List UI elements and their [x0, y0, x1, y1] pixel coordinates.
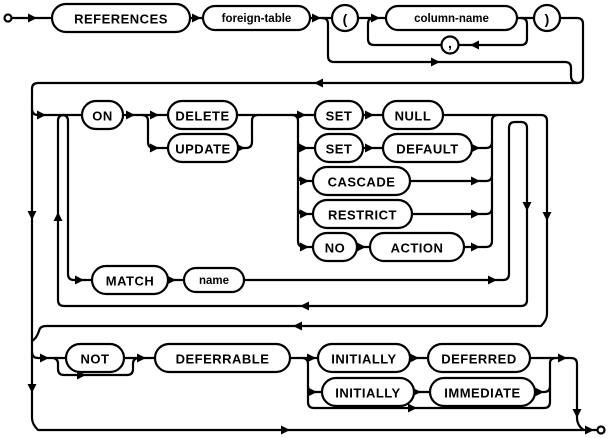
node-bubble	[381, 99, 445, 131]
node-bubble	[153, 342, 292, 374]
node-label: )	[545, 11, 550, 27]
node-delete: DELETE	[166, 99, 239, 131]
node-label: ACTION	[391, 241, 444, 256]
node-column-name: column-name	[384, 4, 519, 32]
node-bubble	[311, 198, 414, 230]
arrowheads	[27, 13, 594, 435]
node-label: name	[199, 275, 229, 287]
node-label: CASCADE	[328, 175, 396, 190]
node-deferrable: DEFERRABLE	[153, 342, 292, 374]
node-bubble	[182, 266, 246, 294]
node-references: REFERENCES	[50, 2, 192, 34]
node-bubble	[532, 3, 562, 33]
start-terminal	[3, 13, 13, 23]
end-terminal	[596, 425, 606, 435]
node-on: ON	[80, 99, 125, 131]
node-label: INITIALLY	[335, 386, 400, 401]
node-bubble	[50, 2, 192, 34]
node-label: DEFAULT	[396, 142, 458, 157]
node-name: name	[182, 266, 246, 294]
node-bubble	[311, 165, 412, 197]
node-set-null-set: SET	[313, 99, 365, 131]
node-bubble	[313, 132, 365, 164]
node-bubble	[166, 99, 239, 131]
node-label: NO	[325, 241, 346, 256]
node-foreign-table: foreign-table	[201, 4, 312, 32]
node-initially-immediate: INITIALLY	[320, 376, 416, 408]
node-null: NULL	[381, 99, 445, 131]
node-label: ,	[448, 35, 452, 51]
node-label: IMMEDIATE	[444, 386, 520, 401]
paren-bypass-line	[320, 16, 579, 85]
node-bubble	[313, 99, 365, 131]
node-label: (	[343, 11, 348, 27]
node-immediate: IMMEDIATE	[428, 376, 537, 408]
node-bubble	[381, 132, 474, 164]
node-bubble	[368, 231, 466, 263]
node-label: NOT	[81, 352, 110, 367]
loop-return-line	[56, 113, 66, 308]
node-set-default-set: SET	[313, 132, 365, 164]
node-default: DEFAULT	[381, 132, 474, 164]
node-bubble	[80, 99, 125, 131]
node-bubble	[166, 132, 240, 164]
node-label: NULL	[395, 109, 432, 124]
node-label: DELETE	[175, 109, 229, 124]
node-label: SET	[326, 142, 353, 157]
node-bubble	[426, 342, 532, 374]
node-not: NOT	[64, 342, 126, 374]
node-close-paren: )	[532, 3, 562, 33]
node-bubble	[440, 35, 460, 55]
arrowheads-up	[53, 212, 63, 221]
node-bubble	[64, 342, 126, 374]
node-no: NO	[311, 231, 359, 263]
node-label: REFERENCES	[74, 12, 168, 27]
node-bubble	[330, 3, 360, 33]
node-bubble	[90, 264, 170, 296]
node-label: DEFERRABLE	[176, 352, 270, 367]
node-open-paren: (	[330, 3, 360, 33]
node-label: foreign-table	[222, 13, 292, 25]
node-comma: ,	[440, 35, 460, 55]
node-bubble	[428, 376, 537, 408]
node-label: column-name	[414, 13, 489, 25]
node-bubble	[201, 4, 312, 32]
node-match: MATCH	[90, 264, 170, 296]
node-label: UPDATE	[175, 142, 230, 157]
node-label: MATCH	[106, 274, 154, 289]
node-bubble	[316, 342, 412, 374]
node-label: INITIALLY	[331, 352, 396, 367]
comma-loop-line	[366, 16, 529, 47]
node-bubble	[311, 231, 359, 263]
node-label: RESTRICT	[328, 208, 397, 223]
node-update: UPDATE	[166, 132, 240, 164]
arrowheads-right	[28, 13, 594, 435]
node-bubble	[384, 4, 519, 32]
node-restrict: RESTRICT	[311, 198, 414, 230]
node-label: SET	[326, 109, 353, 124]
node-label: ON	[92, 109, 113, 124]
node-action: ACTION	[368, 231, 466, 263]
node-initially-deferred: INITIALLY	[316, 342, 412, 374]
node-label: DEFERRED	[441, 352, 517, 367]
node-bubble	[320, 376, 416, 408]
node-deferred: DEFERRED	[426, 342, 532, 374]
node-cascade: CASCADE	[311, 165, 412, 197]
